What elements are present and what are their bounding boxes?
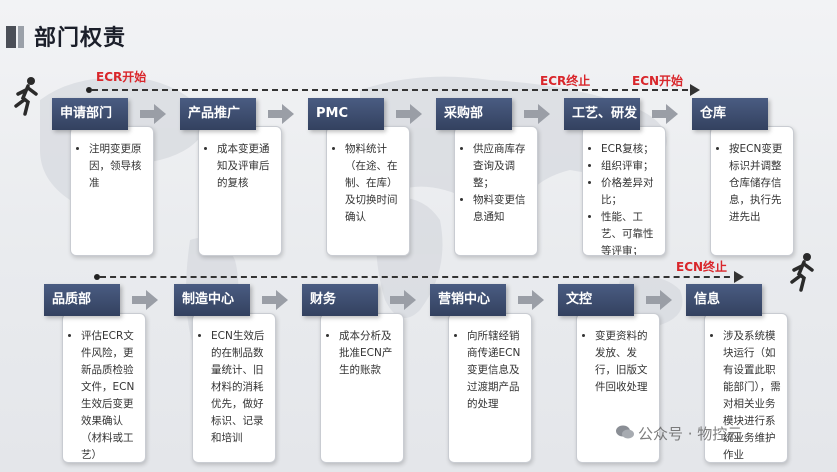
timeline-row2-start-dot bbox=[94, 274, 100, 280]
arrow-right-icon bbox=[268, 104, 294, 124]
row1-dept-header-4: 采购部 bbox=[436, 98, 512, 130]
row2-dept-box-2: ECN生效后的在制品数量统计、旧材料的消耗优先，做好标识、记录和培训 bbox=[192, 313, 276, 463]
row1-dept-header-1: 申请部门 bbox=[52, 98, 128, 130]
row2-dept-header-1: 品质部 bbox=[44, 284, 120, 316]
timeline-arrowhead-icon bbox=[690, 84, 700, 96]
row2-dept-box-5: 变更资料的发放、发行，旧版文件回收处理 bbox=[576, 313, 660, 463]
ecn-end-label: ECN终止 bbox=[676, 260, 728, 274]
row2-dept-item: ECN生效后的在制品数量统计、旧材料的消耗优先，做好标识、记录和培训 bbox=[211, 328, 269, 447]
arrow-right-icon bbox=[132, 290, 158, 310]
timeline-dashed-line-row1 bbox=[92, 89, 698, 91]
title-accent-bar-light bbox=[18, 26, 24, 48]
row2-dept-header-6: 信息 bbox=[686, 284, 762, 316]
row1-dept-item: 价格差异对比； bbox=[601, 175, 659, 209]
row2-dept-item: 评估ECR文件风险，更新品质检验文件，ECN生效后变更效果确认（材料或工艺） bbox=[81, 328, 139, 462]
row1-dept-item: 注明变更原因，领导核准 bbox=[89, 141, 147, 192]
wechat-icon bbox=[616, 425, 634, 439]
row1-dept-item: 物料统计（在途、在制、在库）及切换时间确认 bbox=[345, 141, 403, 226]
timeline-start-dot bbox=[86, 87, 92, 93]
row1-dept-header-5: 工艺、研发 bbox=[564, 98, 640, 130]
row1-dept-item: ECR复核； bbox=[601, 141, 659, 158]
arrow-right-icon bbox=[396, 104, 422, 124]
row2-dept-header-2: 制造中心 bbox=[174, 284, 250, 316]
row2-dept-box-1: 评估ECR文件风险，更新品质检验文件，ECN生效后变更效果确认（材料或工艺） bbox=[62, 313, 146, 463]
row2-dept-box-4: 向所辖经销商传递ECN变更信息及过渡期产品的处理 bbox=[448, 313, 532, 463]
row1-dept-item: 物料变更信息通知 bbox=[473, 192, 531, 226]
arrow-right-icon bbox=[262, 290, 288, 310]
timeline-dashed-line-row2 bbox=[100, 276, 740, 278]
row2-dept-header-4: 营销中心 bbox=[430, 284, 506, 316]
row1-dept-item: 性能、工艺、可靠性等评审； bbox=[601, 209, 659, 255]
timeline-row2-arrowhead-icon bbox=[734, 271, 744, 283]
ecn-start-label: ECN开始 bbox=[632, 74, 684, 88]
row1-dept-item: 按ECN变更标识并调整仓库储存信息，执行先进先出 bbox=[729, 141, 787, 226]
row1-dept-box-3: 物料统计（在途、在制、在库）及切换时间确认 bbox=[326, 126, 410, 256]
ecr-start-label: ECR开始 bbox=[96, 70, 147, 84]
watermark-text: 公众号 · 物控云 bbox=[638, 425, 743, 443]
runner-icon bbox=[14, 77, 38, 116]
row2-dept-item: 变更资料的发放、发行，旧版文件回收处理 bbox=[595, 328, 653, 396]
arrow-right-icon bbox=[518, 290, 544, 310]
runner-icon-right bbox=[790, 253, 814, 292]
row1-dept-item: 成本变更通知及评审后的复核 bbox=[217, 141, 275, 192]
row1-dept-box-4: 供应商库存查询及调整；物料变更信息通知 bbox=[454, 126, 538, 256]
arrow-right-icon bbox=[140, 104, 166, 124]
row2-dept-header-5: 文控 bbox=[558, 284, 634, 316]
row1-dept-box-1: 注明变更原因，领导核准 bbox=[70, 126, 154, 256]
row1-dept-box-5: ECR复核；组织评审；价格差异对比；性能、工艺、可靠性等评审；资料输出 bbox=[582, 126, 666, 256]
row1-dept-box-6: 按ECN变更标识并调整仓库储存信息，执行先进先出 bbox=[710, 126, 794, 256]
row1-dept-item: 供应商库存查询及调整； bbox=[473, 141, 531, 192]
row1-dept-box-2: 成本变更通知及评审后的复核 bbox=[198, 126, 282, 256]
ecr-end-label: ECR终止 bbox=[540, 74, 591, 88]
row1-dept-header-6: 仓库 bbox=[692, 98, 768, 130]
row2-dept-box-3: 成本分析及批准ECN产生的账款 bbox=[320, 313, 404, 463]
row1-dept-header-2: 产品推广 bbox=[180, 98, 256, 130]
row2-dept-item: 向所辖经销商传递ECN变更信息及过渡期产品的处理 bbox=[467, 328, 525, 413]
row2-dept-item: 涉及系统模块运行（如有设置此职能部门），需对相关业务模块进行系统业务维护作业 bbox=[723, 328, 781, 462]
arrow-right-icon bbox=[524, 104, 550, 124]
row1-dept-item: 组织评审； bbox=[601, 158, 659, 175]
title-accent-bar bbox=[6, 26, 16, 48]
arrow-right-icon bbox=[652, 104, 678, 124]
arrow-right-icon bbox=[390, 290, 416, 310]
arrow-right-icon bbox=[646, 290, 672, 310]
row2-dept-item: 成本分析及批准ECN产生的账款 bbox=[339, 328, 397, 379]
row1-dept-header-3: PMC bbox=[308, 98, 384, 130]
row2-dept-box-6: 涉及系统模块运行（如有设置此职能部门），需对相关业务模块进行系统业务维护作业 bbox=[704, 313, 788, 463]
page-title: 部门权责 bbox=[34, 26, 127, 51]
row2-dept-header-3: 财务 bbox=[302, 284, 378, 316]
